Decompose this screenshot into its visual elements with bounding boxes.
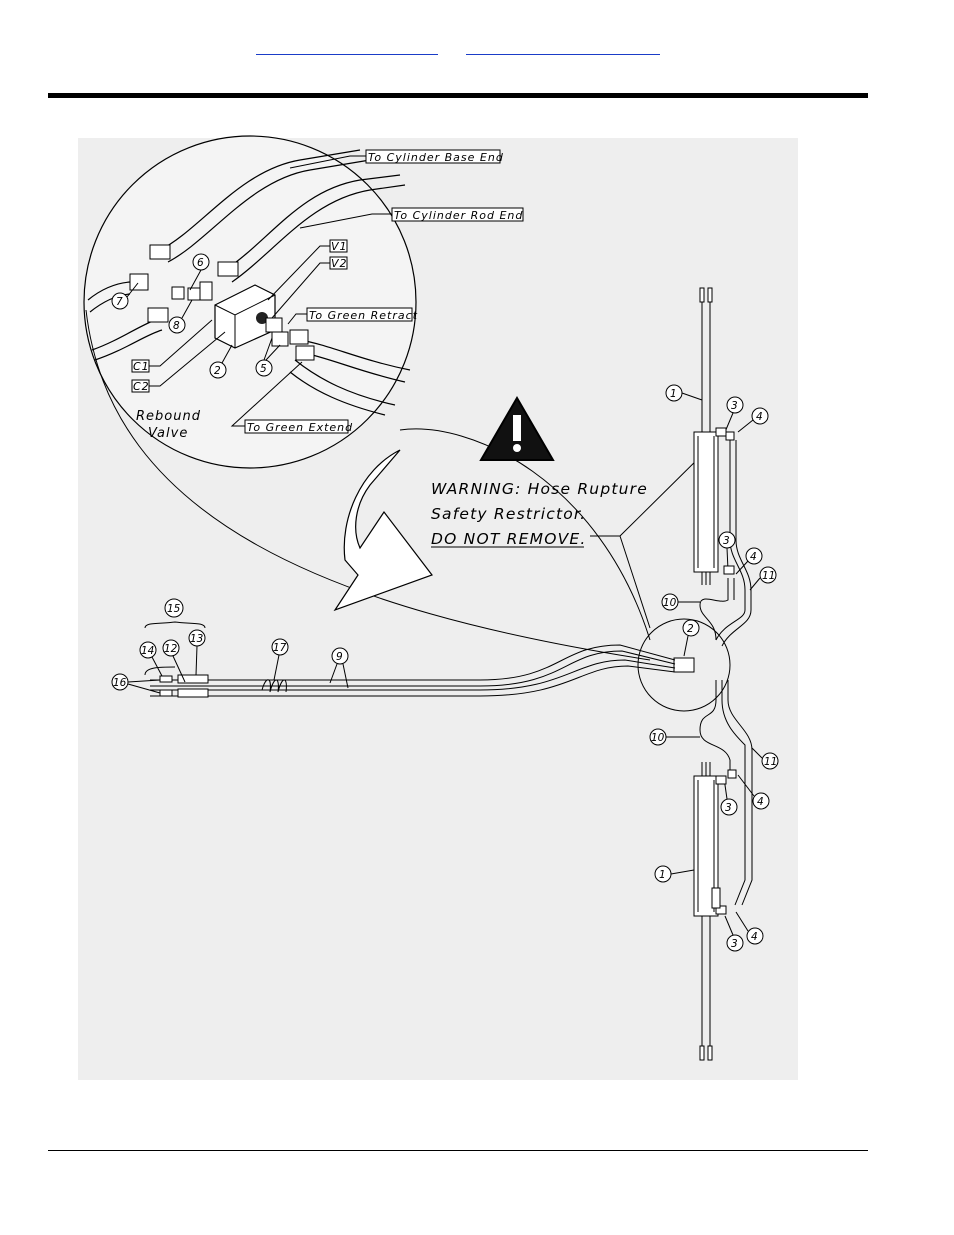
top-rule [48,93,868,98]
header-link-2[interactable] [466,38,660,55]
bottom-rule [48,1150,868,1151]
part-3-upper-a-label: 3 [731,400,738,412]
cylinder-upper [693,287,719,585]
part-1-upper-label: 1 [670,388,677,400]
part-2-label: 2 [687,623,694,635]
part-4-lower-b-label: 4 [751,931,758,943]
part-balloons: 15 14 12 13 16 17 9 1 3 4 3 4 11 [111,384,779,952]
part-6-label: 6 [197,257,204,269]
part-1-lower-label: 1 [659,869,666,881]
callout-base-end: To Cylinder Base End [368,151,504,164]
part-3-upper-b-label: 3 [723,535,730,547]
part-15-label: 15 [167,603,181,615]
part-10-lower-label: 10 [651,732,665,744]
part-4-lower-a-label: 4 [757,796,764,808]
callout-green-extend: To Green Extend [247,421,353,434]
warning-line-3: DO NOT REMOVE. [431,530,587,548]
callout-c1: C1 [133,360,150,373]
callout-green-retract: To Green Retract [309,309,418,322]
rebound-label-1: Rebound [136,409,201,424]
part-3-lower-b-label: 3 [731,938,738,950]
part-13-label: 13 [190,633,203,645]
callout-c2: C2 [133,380,150,393]
detail-zoom: To Cylinder Base End To Cylinder Rod End… [83,135,524,469]
part-2-detail-label: 2 [214,365,221,377]
warning-line-2: Safety Restrictor. [431,505,586,523]
part-10-upper-label: 10 [663,597,677,609]
part-4-upper-a-label: 4 [756,411,763,423]
part-7-label: 7 [116,296,123,308]
part-4-upper-b-label: 4 [750,551,757,563]
warning-line-1: WARNING: Hose Rupture [431,480,648,498]
callout-v1: V1 [331,240,348,253]
header-link-1[interactable] [256,38,438,55]
part-11-upper-label: 11 [762,570,775,582]
part-9-label: 9 [336,651,343,663]
part-5-label: 5 [260,363,267,375]
part-17-label: 17 [273,642,287,654]
part-12-label: 12 [164,643,178,655]
callout-v2: V2 [331,257,348,270]
part-8-label: 8 [173,320,180,332]
part-14-label: 14 [141,645,154,657]
callout-rod-end: To Cylinder Rod End [394,209,523,222]
warning-icon [479,396,555,461]
rebound-label-2: Valve [148,426,188,441]
part-16-label: 16 [113,677,127,689]
part-11-lower-label: 11 [764,756,777,768]
part-3-lower-a-label: 3 [725,802,732,814]
